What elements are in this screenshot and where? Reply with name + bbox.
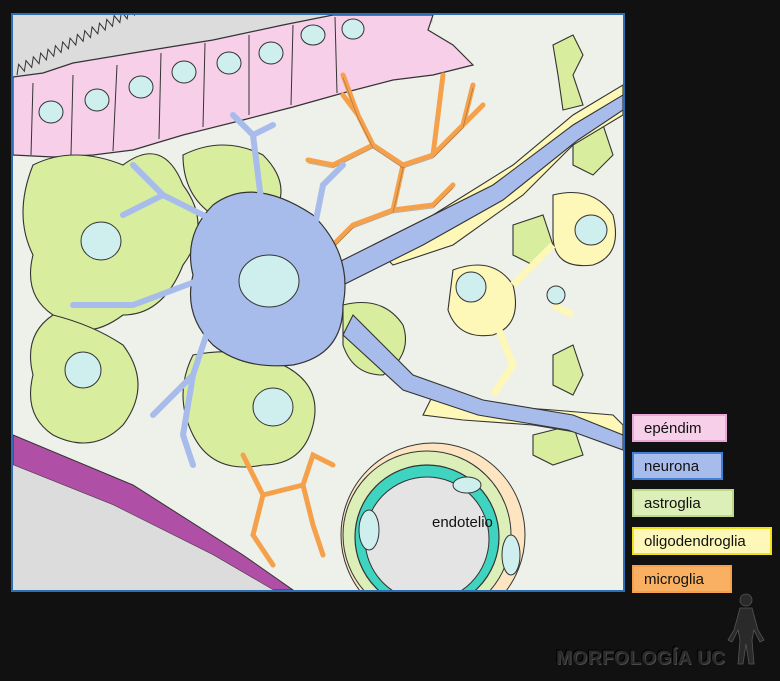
human-figure-logo <box>718 592 774 671</box>
brand-wordmark: MORFOLOGÍA UC <box>556 648 726 669</box>
ependyma-layer <box>13 15 475 158</box>
legend-item-5: microglia <box>632 565 732 593</box>
legend-item-3: astroglia <box>632 489 734 517</box>
diagram-frame <box>11 13 625 592</box>
microglia-bottom <box>240 451 336 568</box>
neural-tissue-illustration <box>13 15 623 590</box>
endothelium-label: endotelio <box>432 514 493 531</box>
legend-item-4: oligodendroglia <box>632 527 772 555</box>
neuron <box>70 94 623 468</box>
pia-membrane <box>13 434 294 590</box>
legend-item-1: epéndim <box>632 414 727 442</box>
microglia-top <box>305 72 486 248</box>
legend-item-2: neurona <box>632 452 723 480</box>
capillary <box>340 442 526 590</box>
